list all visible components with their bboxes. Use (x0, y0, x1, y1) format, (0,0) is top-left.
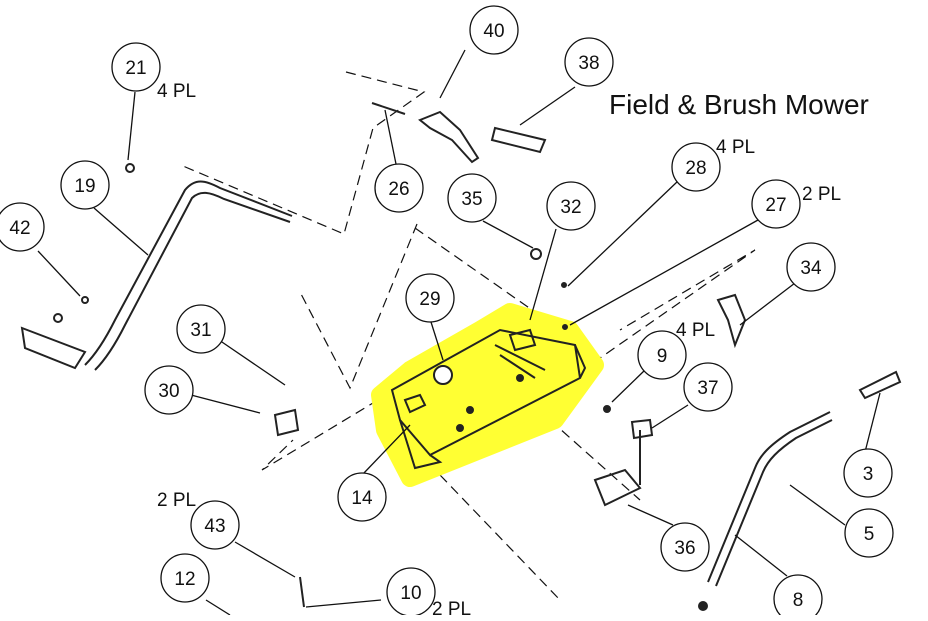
callout-31: 31 (176, 304, 226, 354)
quantity-note-28: 4 PL (716, 137, 756, 158)
callout-5: 5 (844, 508, 894, 558)
quantity-note-43: 2 PL (157, 490, 197, 511)
quantity-note-21: 4 PL (157, 81, 197, 102)
svg-text:12: 12 (174, 569, 195, 590)
callout-27: 27 (751, 179, 801, 229)
svg-text:26: 26 (388, 179, 409, 200)
quantity-note-27: 2 PL (802, 184, 842, 205)
svg-text:35: 35 (461, 189, 482, 210)
callout-37: 37 (683, 362, 733, 412)
svg-text:5: 5 (864, 524, 875, 545)
svg-text:42: 42 (9, 218, 30, 239)
part-shapes (20, 102, 902, 611)
small-pin (81, 296, 89, 304)
callout-38: 38 (564, 37, 614, 87)
svg-text:10: 10 (400, 583, 421, 604)
svg-text:27: 27 (765, 195, 786, 216)
svg-text:31: 31 (190, 320, 211, 341)
main-deck-highlight (371, 303, 604, 487)
callout-10: 10 (386, 567, 436, 615)
svg-text:8: 8 (793, 590, 804, 611)
dashed-assembly-lines (182, 71, 756, 601)
engine-switch (273, 408, 300, 437)
callout-42: 42 (0, 202, 45, 252)
callout-3: 3 (843, 448, 893, 498)
shift-knob (630, 418, 654, 440)
svg-text:30: 30 (158, 381, 179, 402)
svg-text:32: 32 (560, 197, 581, 218)
svg-text:3: 3 (863, 464, 874, 485)
callout-40: 40 (469, 5, 519, 55)
shift-lever-bracket (593, 468, 642, 507)
diagram-title: Field & Brush Mower (609, 89, 869, 120)
cable-end (371, 102, 406, 115)
callout-14: 14 (337, 472, 387, 522)
quantity-note-34: 4 PL (676, 320, 716, 341)
callout-36: 36 (660, 522, 710, 572)
svg-text:14: 14 (351, 488, 373, 509)
svg-text:36: 36 (674, 538, 695, 559)
callout-32: 32 (546, 181, 596, 231)
leader-lines (37, 49, 881, 615)
callout-8: 8 (773, 574, 823, 615)
side-bracket (716, 293, 747, 349)
lower-handle-bar (707, 411, 831, 583)
small-bolt (299, 576, 305, 608)
throttle-lever (418, 110, 480, 164)
callout-29: 29 (405, 273, 455, 323)
callout-34: 34 (786, 242, 836, 292)
svg-text:19: 19 (74, 176, 95, 197)
callout-28: 28 (671, 142, 721, 192)
callout-19: 19 (60, 160, 110, 210)
quantity-note-10: 2 PL (432, 599, 472, 620)
callout-12: 12 (160, 553, 210, 603)
svg-text:38: 38 (578, 53, 599, 74)
svg-text:34: 34 (800, 258, 822, 279)
mower-deck (390, 328, 587, 470)
svg-text:40: 40 (483, 21, 504, 42)
callout-43: 43 (190, 500, 240, 550)
svg-text:43: 43 (204, 516, 225, 537)
svg-text:21: 21 (125, 58, 146, 79)
callout-21: 21 (111, 42, 161, 92)
callout-9: 9 (637, 330, 687, 380)
callout-30: 30 (144, 365, 194, 415)
handle-mount-bracket (20, 326, 87, 370)
small-nut (53, 313, 63, 323)
svg-text:28: 28 (685, 158, 706, 179)
upper-handle-bar (84, 180, 293, 366)
svg-text:9: 9 (657, 346, 668, 367)
callout-bubbles: 40 38 21 28 26 19 35 32 27 42 34 29 31 9… (0, 5, 894, 615)
callout-26: 26 (374, 163, 424, 213)
svg-text:37: 37 (697, 378, 718, 399)
hand-grip (490, 126, 547, 154)
svg-text:29: 29 (419, 289, 440, 310)
deck-highlight (371, 303, 604, 487)
handle-grip (858, 370, 902, 400)
callout-35: 35 (447, 173, 497, 223)
